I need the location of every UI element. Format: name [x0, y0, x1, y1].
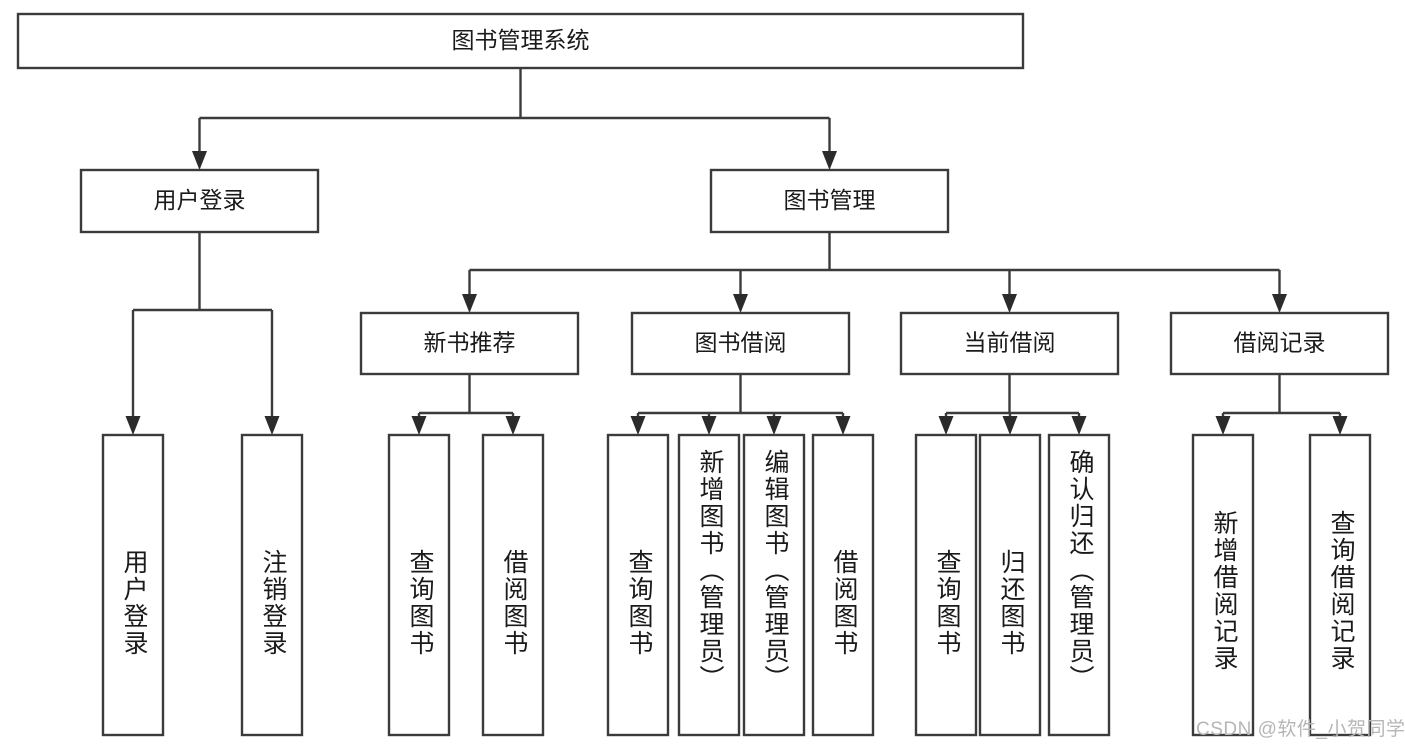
connector-lines-group [125, 68, 1348, 435]
arrowhead-to-new-book-recommend [462, 294, 477, 313]
arrowhead-to-leaf-return-book [1002, 416, 1018, 435]
arrowhead-to-leaf-confirm-return [1071, 416, 1087, 435]
csdn-watermark: CSDN @软件_小贺同学 [1196, 719, 1405, 740]
node-leaf-edit-book[interactable] [742, 433, 806, 737]
node-leaf-query-record[interactable] [1308, 433, 1372, 737]
arrowhead-to-book-borrow [733, 294, 748, 313]
arrowhead-to-leaf-user-login [125, 416, 141, 435]
node-root[interactable] [16, 12, 1025, 70]
node-leaf-user-login[interactable] [101, 433, 165, 737]
node-leaf-confirm-return[interactable] [1047, 433, 1111, 737]
node-current-borrow[interactable] [899, 311, 1120, 376]
arrowhead-to-current-borrow [1002, 294, 1017, 313]
node-boxes-group [16, 12, 1390, 737]
node-user-login-label: 用户登录 [154, 187, 246, 213]
node-book-borrow-label: 图书借阅 [695, 330, 787, 356]
node-leaf-query-book-2[interactable] [606, 433, 670, 737]
node-new-book-recommend[interactable] [359, 311, 580, 376]
node-leaf-return-book[interactable] [978, 433, 1042, 737]
node-new-book-recommend-label: 新书推荐 [424, 330, 516, 356]
node-leaf-query-book-1[interactable] [387, 433, 451, 737]
node-book-borrow[interactable] [630, 311, 851, 376]
node-borrow-record[interactable] [1169, 311, 1390, 376]
arrowhead-to-leaf-query-book-2 [630, 416, 646, 435]
node-leaf-logout-login[interactable] [240, 433, 304, 737]
node-book-management[interactable] [709, 168, 950, 234]
node-user-login[interactable] [79, 168, 320, 234]
node-leaf-query-book-3[interactable] [914, 433, 978, 737]
node-leaf-add-book[interactable] [677, 433, 741, 737]
node-root-label: 图书管理系统 [452, 27, 590, 53]
node-leaf-add-record[interactable] [1191, 433, 1255, 737]
arrowhead-to-user-login [192, 151, 207, 170]
node-borrow-record-label: 借阅记录 [1234, 330, 1326, 356]
arrowhead-to-leaf-logout-login [264, 416, 280, 435]
arrowhead-to-leaf-query-book-3 [938, 416, 954, 435]
arrowhead-to-book-management [822, 151, 837, 170]
arrowhead-to-leaf-add-book [701, 416, 717, 435]
node-leaf-borrow-book-1[interactable] [481, 433, 545, 737]
arrowhead-to-leaf-add-record [1215, 416, 1231, 435]
arrowhead-to-leaf-borrow-book-2 [835, 416, 851, 435]
arrowhead-to-leaf-borrow-book-1 [505, 416, 521, 435]
arrowhead-to-borrow-record [1272, 294, 1287, 313]
arrowhead-to-leaf-query-record [1332, 416, 1348, 435]
arrowhead-to-leaf-edit-book [766, 416, 782, 435]
arrowhead-to-leaf-query-book-1 [411, 416, 427, 435]
node-current-borrow-label: 当前借阅 [964, 330, 1056, 356]
node-book-management-label: 图书管理 [784, 187, 876, 213]
node-leaf-borrow-book-2[interactable] [811, 433, 875, 737]
